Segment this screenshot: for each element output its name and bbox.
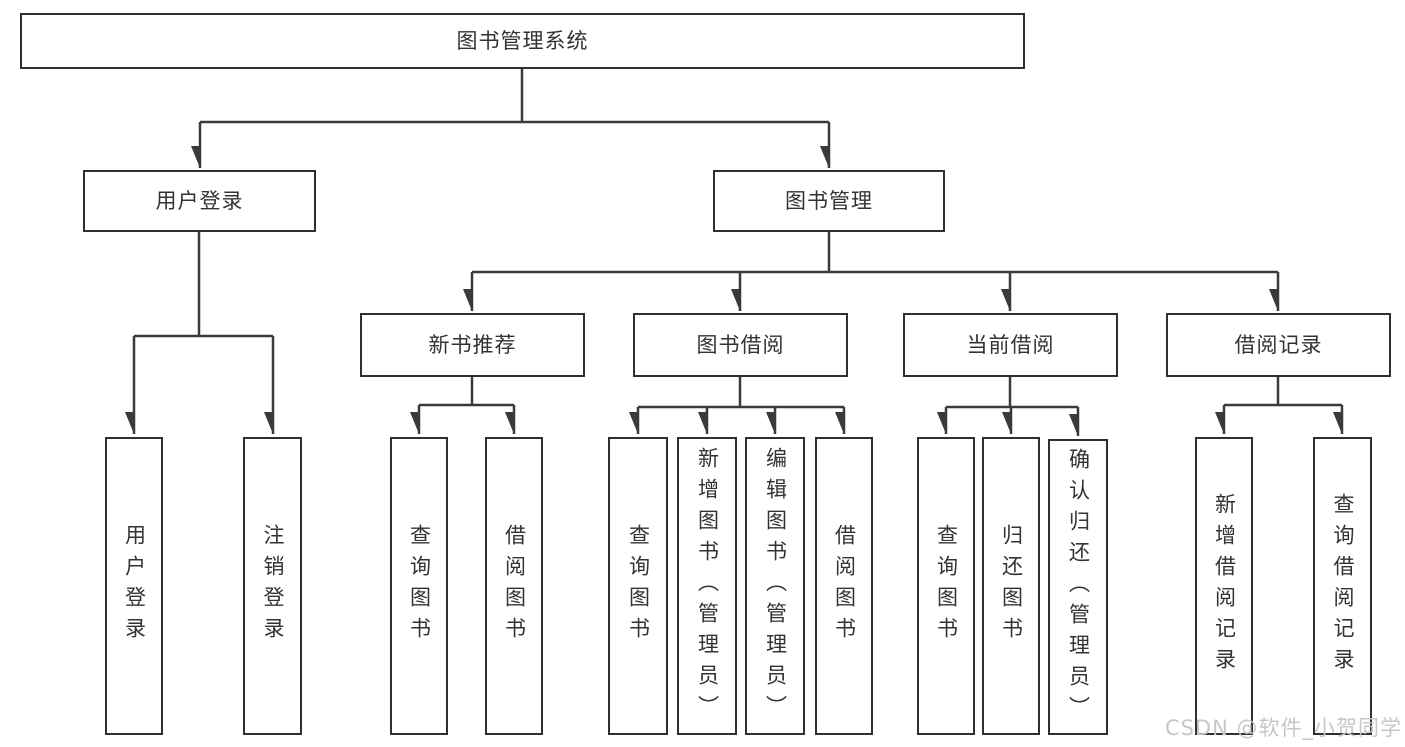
node-label: 新书推荐 <box>428 332 517 357</box>
line <box>472 232 1278 274</box>
leaf-logout: 注销登录 <box>243 437 302 735</box>
node-label: 借阅图书 <box>502 524 527 648</box>
leaf-borrow-books-recommend: 借阅图书 <box>485 437 543 735</box>
node-label: 查询借阅记录 <box>1331 493 1355 679</box>
node-label: 借阅图书 <box>832 524 857 648</box>
node-borrow-records: 借阅记录 <box>1166 313 1391 377</box>
leaf-user-login: 用户登录 <box>105 437 163 735</box>
node-book-management: 图书管理 <box>713 170 945 232</box>
csdn-watermark: CSDN @软件_小贺同学 <box>1164 716 1402 740</box>
leaf-query-books-recommend: 查询图书 <box>390 437 448 735</box>
node-label: 确认归还（管理员） <box>1066 447 1091 727</box>
node-label: 新增借阅记录 <box>1212 493 1237 679</box>
connector-book-mgmt-to-level3 <box>472 232 1280 311</box>
connector-new-books-to-leaves <box>419 377 516 434</box>
connector-book-borrow-to-leaves <box>638 377 846 434</box>
connector-current-borrow-to-leaves <box>946 377 1080 436</box>
node-label: 查询图书 <box>626 524 651 648</box>
line <box>638 377 844 409</box>
node-label: 归还图书 <box>999 524 1024 648</box>
connector-borrow-records-to-leaves <box>1224 377 1344 434</box>
node-label: 编辑图书（管理员） <box>763 446 788 726</box>
connector-root-to-level2 <box>200 69 831 168</box>
leaf-query-borrow-record: 查询借阅记录 <box>1313 437 1372 735</box>
node-label: 用户登录 <box>122 524 147 648</box>
leaf-confirm-return-admin: 确认归还（管理员） <box>1048 439 1108 735</box>
node-new-book-recommend: 新书推荐 <box>360 313 585 377</box>
leaf-query-books-borrow: 查询图书 <box>608 437 668 735</box>
line <box>419 377 514 407</box>
node-label: 图书管理 <box>785 188 873 213</box>
line <box>946 377 1078 409</box>
node-label: 查询图书 <box>407 524 432 648</box>
leaf-return-books: 归还图书 <box>982 437 1040 735</box>
node-root-system: 图书管理系统 <box>20 13 1025 69</box>
line <box>134 232 273 338</box>
connector-user-login-to-leaves <box>134 232 275 434</box>
leaf-edit-books-admin: 编辑图书（管理员） <box>745 437 805 735</box>
node-current-borrow: 当前借阅 <box>903 313 1118 377</box>
leaf-borrow-books: 借阅图书 <box>815 437 873 735</box>
line <box>200 69 829 124</box>
node-label: 当前借阅 <box>966 332 1055 357</box>
node-label: 查询图书 <box>934 524 959 648</box>
node-book-borrow: 图书借阅 <box>633 313 848 377</box>
node-label: 图书管理系统 <box>456 28 589 53</box>
node-user-login: 用户登录 <box>83 170 316 232</box>
leaf-add-books-admin: 新增图书（管理员） <box>677 437 737 735</box>
leaf-add-borrow-record: 新增借阅记录 <box>1195 437 1253 735</box>
leaf-query-books-current: 查询图书 <box>917 437 975 735</box>
node-label: 用户登录 <box>155 188 244 213</box>
line <box>1224 377 1342 407</box>
node-label: 新增图书（管理员） <box>695 446 720 726</box>
node-label: 借阅记录 <box>1234 332 1323 357</box>
node-label: 注销登录 <box>261 524 285 648</box>
node-label: 图书借阅 <box>696 332 785 357</box>
